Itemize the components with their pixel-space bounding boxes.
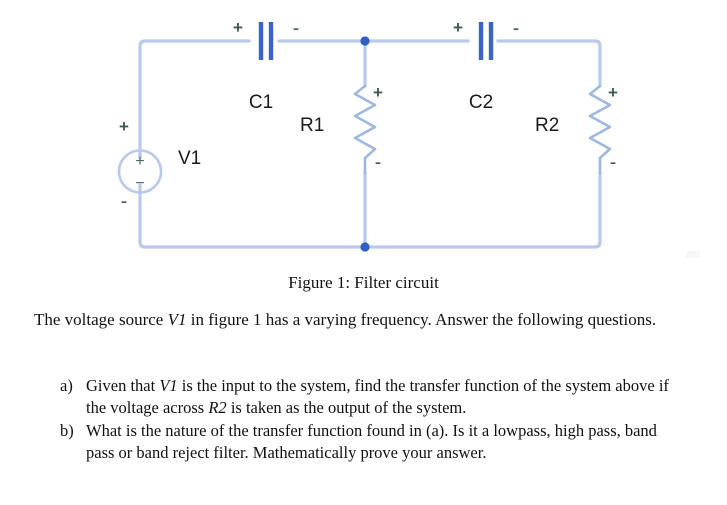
intro-text-part2: in figure 1 has a varying frequency. Ans… [186, 310, 657, 329]
resistor-r1-minus: ˗ [376, 153, 381, 170]
question-text: Given that V1 is the input to the system… [86, 375, 685, 419]
junction-node-top [360, 36, 370, 46]
capacitor-c1-minus: ˗ [294, 19, 299, 36]
circuit-diagram-figure: + − + ˗ V1 + ˗ C1 + ˗ R1 + ˗ C2 [117, 18, 618, 252]
question-text: What is the nature of the transfer funct… [86, 420, 685, 464]
voltage-source-v1: + − + ˗ V1 [117, 117, 201, 209]
resistor-r2: + ˗ R2 [535, 83, 618, 175]
capacitor-c1-plus: + [233, 18, 243, 37]
question-text-segment: Given that [86, 376, 160, 395]
resistor-r2-minus: ˗ [611, 153, 616, 170]
intro-paragraph: The voltage source V1 in figure 1 has a … [34, 308, 694, 331]
filter-circuit-schematic: + − + ˗ V1 + ˗ C1 + ˗ R1 + ˗ C2 [117, 18, 618, 252]
capacitor-c1-label: C1 [249, 92, 273, 113]
intro-variable-v1: V1 [167, 310, 187, 329]
voltage-source-plus-terminal: + [119, 117, 129, 136]
capacitor-c2-plus: + [453, 18, 463, 37]
voltage-source-label: V1 [178, 148, 201, 169]
wire-top-left-corner [138, 39, 251, 160]
resistor-r1: + ˗ R1 [300, 83, 383, 175]
resistor-r1-label: R1 [300, 115, 324, 136]
question-variable: V1 [159, 376, 178, 395]
resistor-r2-label: R2 [535, 115, 559, 136]
page-artifact [686, 251, 700, 258]
capacitor-c2: + ˗ C2 [453, 18, 518, 113]
wire-left-source-to-bottom [138, 183, 367, 249]
figure-caption: Figure 1: Filter circuit [288, 273, 439, 292]
capacitor-c2-minus: ˗ [514, 19, 519, 36]
voltage-source-minus-terminal: ˗ [122, 192, 127, 209]
wire-top-c2-to-right-corner [496, 39, 602, 88]
intro-text-part1: The voltage source [34, 310, 168, 329]
resistor-r1-plus: + [373, 83, 383, 102]
junction-node-bottom [360, 242, 370, 252]
voltage-source-inner-plus: + [135, 153, 144, 170]
wire-bottom-right [363, 171, 602, 249]
circuit-wires [138, 39, 602, 249]
question-variable: R2 [208, 398, 227, 417]
resistor-r1-zigzag [353, 84, 377, 160]
question-marker: b) [60, 421, 74, 440]
question-text-segment: What is the nature of the transfer funct… [86, 421, 657, 462]
question-item: b) What is the nature of the transfer fun… [60, 420, 685, 464]
question-item: a) Given that V1 is the input to the syst… [60, 375, 685, 419]
question-list: a) Given that V1 is the input to the syst… [60, 375, 685, 465]
capacitor-c2-label: C2 [469, 92, 493, 113]
capacitor-c1: + ˗ C1 [233, 18, 298, 113]
voltage-source-inner-minus: − [135, 175, 144, 192]
question-text-segment: is taken as the output of the system. [226, 398, 467, 417]
resistor-r2-plus: + [608, 83, 618, 102]
voltage-source-circle [117, 149, 163, 194]
question-text-segment: is the input to the system, find the tra… [86, 376, 669, 417]
question-marker: a) [60, 376, 73, 395]
resistor-r2-zigzag [588, 84, 612, 160]
